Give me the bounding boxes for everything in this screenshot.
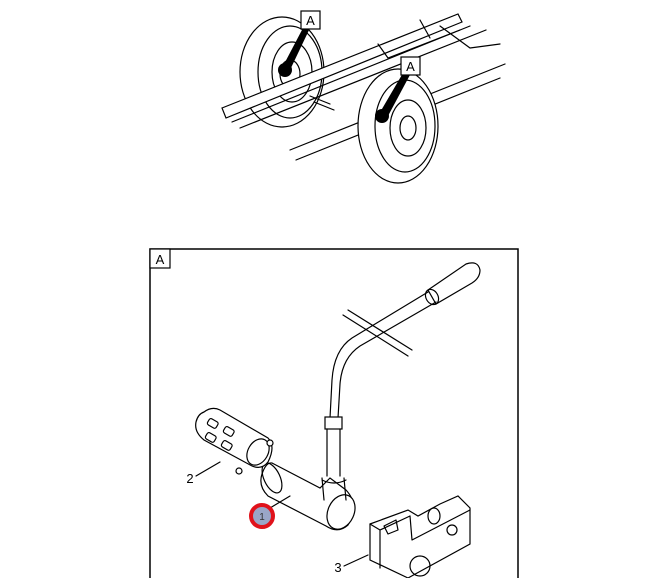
hose-assembly xyxy=(260,262,481,531)
callout-a-label: A xyxy=(406,59,415,74)
part-1-label: 1 xyxy=(259,512,265,523)
detail-view-a: A 2 xyxy=(149,248,519,578)
callout-a-left[interactable]: A xyxy=(278,10,321,77)
callout-a-right[interactable]: A xyxy=(375,56,421,123)
detail-frame xyxy=(149,248,519,578)
part-1-hotspot[interactable]: 1 xyxy=(249,495,291,529)
detail-view-label: A xyxy=(156,252,165,267)
part-2-label: 2 xyxy=(186,471,193,486)
chassis-overview: A A xyxy=(221,10,506,184)
part-3-bracket: 3 xyxy=(334,495,471,578)
part-3-label: 3 xyxy=(334,560,341,575)
callout-a-label: A xyxy=(306,13,315,28)
part-2-filter: 2 xyxy=(186,407,274,486)
